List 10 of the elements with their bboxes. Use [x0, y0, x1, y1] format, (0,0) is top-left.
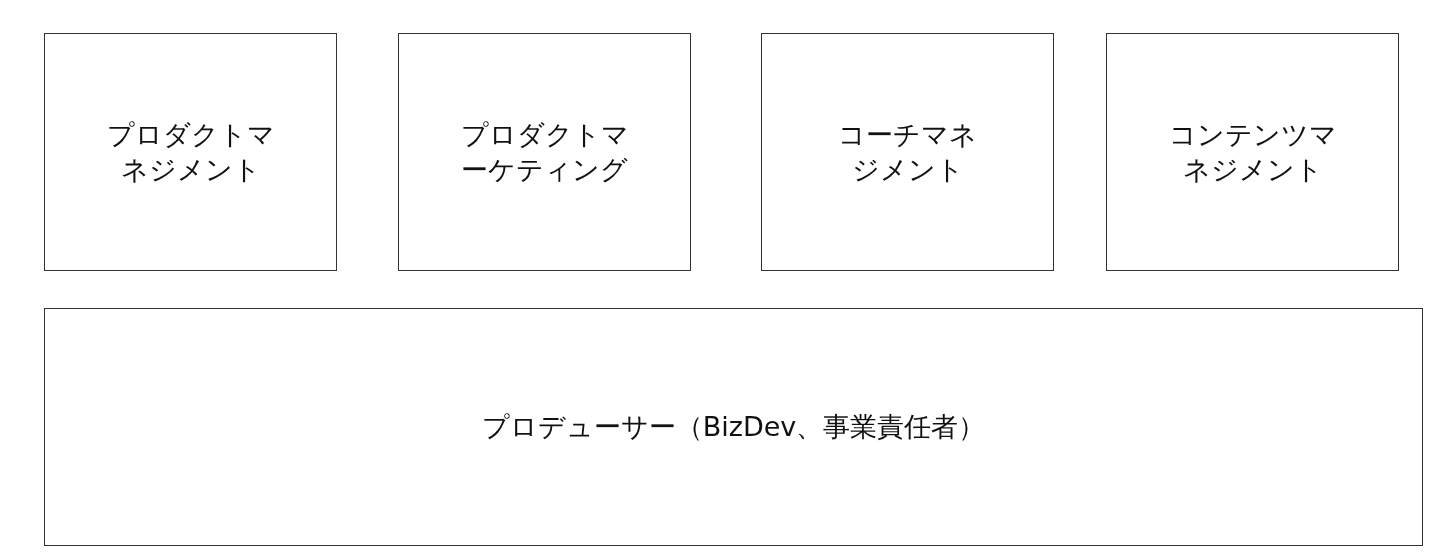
role-label: コーチマネジメント: [837, 117, 978, 187]
role-box: [44, 308, 1423, 546]
role-label: プロダクトマーケティング: [459, 117, 630, 187]
role-label: コンテンツマネジメント: [1167, 117, 1338, 187]
role-box: [1106, 33, 1399, 271]
role-label: プロダクトマネジメント: [105, 117, 276, 187]
role-label: プロデューサー（BizDev、事業責任者）: [481, 410, 986, 445]
role-box: [398, 33, 691, 271]
role-box: [761, 33, 1054, 271]
role-box: [44, 33, 337, 271]
